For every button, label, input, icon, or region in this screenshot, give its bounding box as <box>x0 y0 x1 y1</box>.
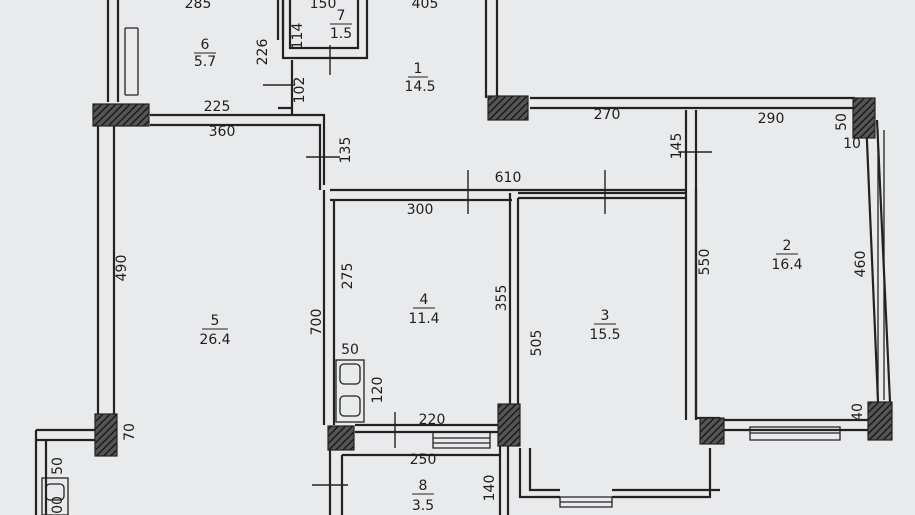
dim-50-bottom: 50 <box>50 457 66 475</box>
dimension-labels: 285 150 405 114 226 102 225 360 135 270 … <box>50 0 869 514</box>
room-4-label: 4 11.4 <box>408 292 439 327</box>
dim-700: 700 <box>309 309 325 336</box>
dim-360: 360 <box>209 124 236 140</box>
dim-150: 150 <box>310 0 337 12</box>
room-7-label: 7 1.5 <box>330 8 352 42</box>
room-area: 1.5 <box>330 26 352 42</box>
dim-290: 290 <box>758 111 785 127</box>
room-number: 8 <box>419 478 428 494</box>
room-area: 15.5 <box>589 327 620 343</box>
dim-145: 145 <box>669 133 685 160</box>
windows <box>124 27 885 508</box>
room-area: 14.5 <box>404 79 435 95</box>
room-3-label: 3 15.5 <box>589 308 620 343</box>
room-area: 26.4 <box>199 332 230 348</box>
room-area: 5.7 <box>194 54 216 70</box>
dim-40: 40 <box>850 403 866 421</box>
dim-275: 275 <box>340 263 356 290</box>
room-area: 3.5 <box>412 498 434 514</box>
dim-250: 250 <box>410 452 437 468</box>
dim-102: 102 <box>292 77 308 104</box>
dim-140: 140 <box>482 475 498 502</box>
dim-490: 490 <box>114 255 130 282</box>
dim-135: 135 <box>338 137 354 164</box>
dim-10: 10 <box>843 136 861 152</box>
dim-505: 505 <box>529 330 545 357</box>
room-5-label: 5 26.4 <box>199 313 230 348</box>
room-area: 11.4 <box>408 311 439 327</box>
room-labels: 1 14.5 2 16.4 3 15.5 4 11.4 5 26.4 6 5.7 <box>194 8 803 514</box>
room-number: 7 <box>337 8 346 24</box>
room-6-label: 6 5.7 <box>194 37 216 70</box>
dim-405: 405 <box>412 0 439 12</box>
walls <box>34 0 892 515</box>
room-number: 2 <box>783 238 792 254</box>
dim-226: 226 <box>255 39 271 66</box>
room-area: 16.4 <box>771 257 802 273</box>
room-number: 6 <box>201 37 210 53</box>
stove-fixture <box>41 359 365 515</box>
dim-550: 550 <box>697 249 713 276</box>
dim-00: 00 <box>50 496 66 514</box>
room-8-label: 8 3.5 <box>412 478 434 514</box>
dim-610: 610 <box>495 170 522 186</box>
room-number: 4 <box>420 292 429 308</box>
dim-50-mid: 50 <box>341 342 359 358</box>
dim-460: 460 <box>853 251 869 278</box>
room-number: 5 <box>211 313 220 329</box>
dim-70: 70 <box>122 423 138 441</box>
dim-50-top: 50 <box>834 113 850 131</box>
room-2-label: 2 16.4 <box>771 238 802 273</box>
dim-225: 225 <box>204 99 231 115</box>
room-1-label: 1 14.5 <box>404 61 435 95</box>
room-number: 3 <box>601 308 610 324</box>
dim-300: 300 <box>407 202 434 218</box>
dim-120: 120 <box>370 377 386 404</box>
dim-220: 220 <box>419 412 446 428</box>
dim-114: 114 <box>290 23 306 50</box>
dim-355: 355 <box>494 285 510 312</box>
door-marks <box>263 45 712 486</box>
dim-270: 270 <box>594 107 621 123</box>
room-number: 1 <box>414 61 423 77</box>
columns <box>92 95 893 457</box>
dim-285: 285 <box>185 0 212 12</box>
